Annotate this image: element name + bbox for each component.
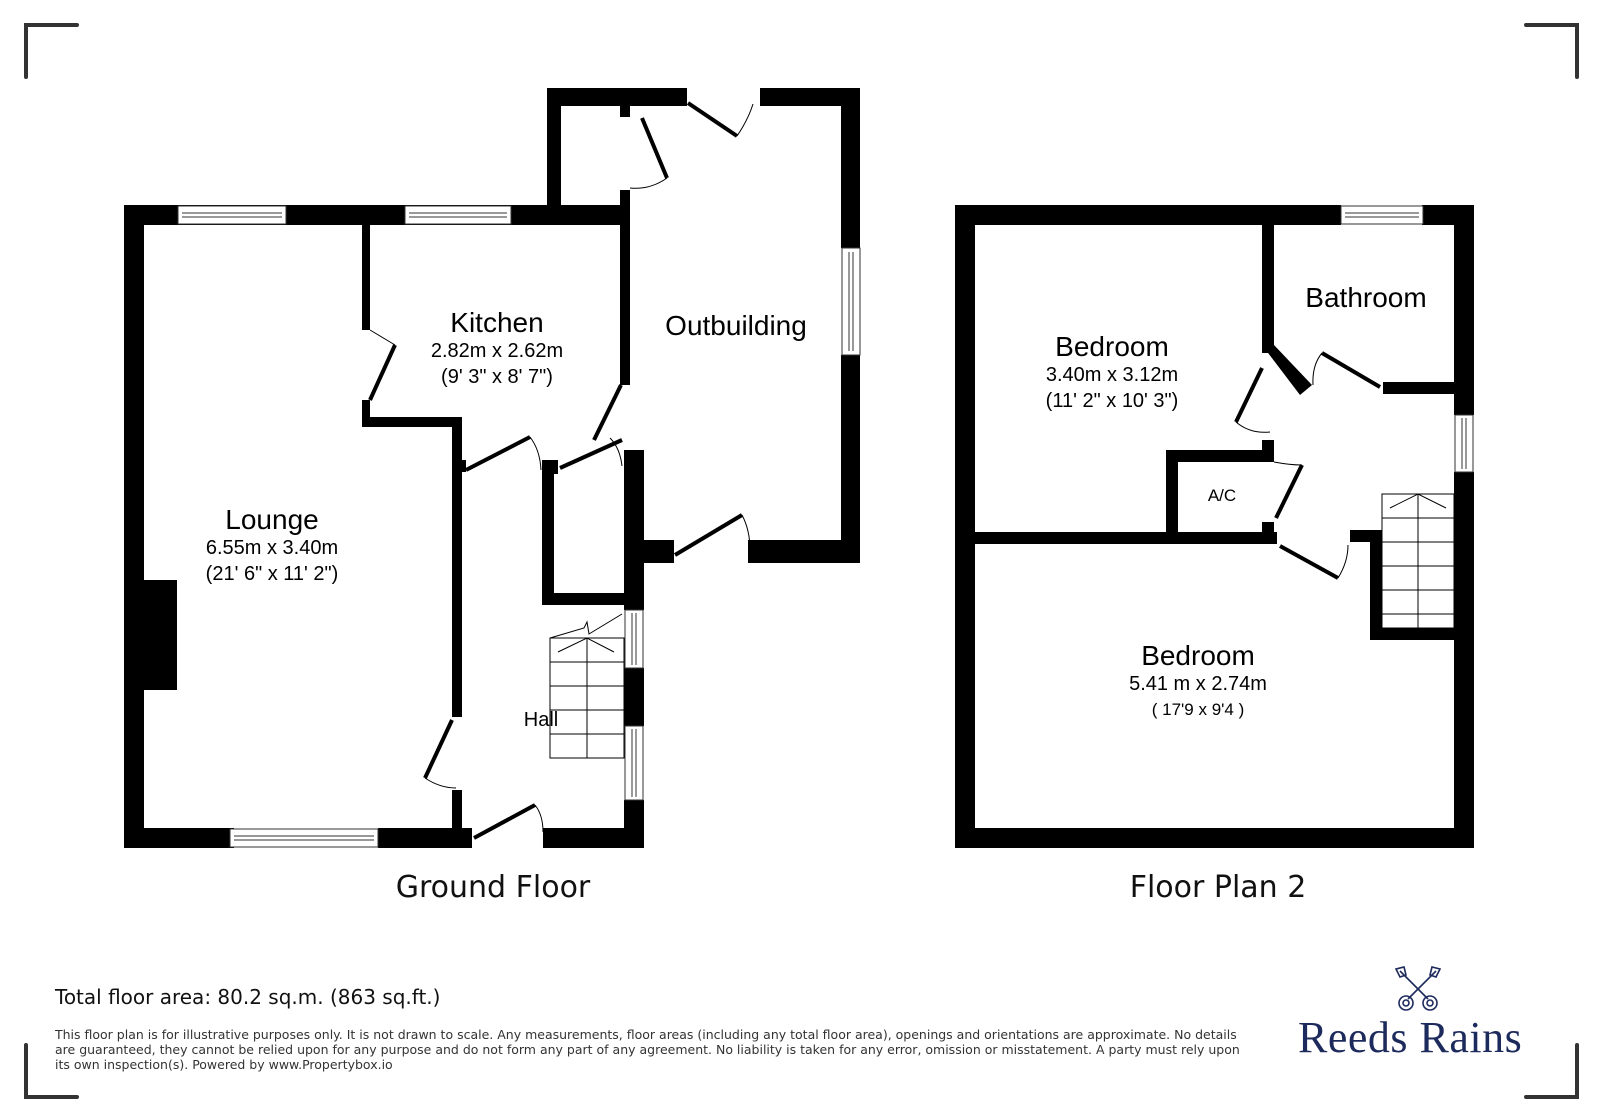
room-bedroom-2: Bedroom 5.41 m x 2.74m ( 17'9 x 9'4 ) xyxy=(1129,641,1267,723)
ground-floor-windows xyxy=(177,205,861,848)
room-airing-cupboard: A/C xyxy=(1208,486,1236,506)
first-floor-stairs xyxy=(1381,493,1455,629)
room-dimensions-imperial: (11' 2" x 10' 3") xyxy=(1045,390,1179,412)
room-name: A/C xyxy=(1207,486,1237,505)
first-floor-doors xyxy=(1234,351,1382,580)
floor-title-ground: Ground Floor xyxy=(395,870,591,905)
room-hall: Hall xyxy=(524,707,558,733)
crossed-keys-icon xyxy=(1394,966,1442,1011)
room-dimensions-metric: 6.55m x 3.40m xyxy=(205,537,339,559)
first-floor-windows xyxy=(1340,205,1474,473)
room-name: Bathroom xyxy=(1305,282,1427,313)
room-dimensions-imperial: (9' 3" x 8' 7") xyxy=(441,366,553,388)
floor-title-plan-2: Floor Plan 2 xyxy=(1129,870,1307,905)
brand-name: Reeds Rains xyxy=(1298,1013,1523,1062)
room-dimensions-metric: 2.82m x 2.62m xyxy=(430,340,564,362)
room-outbuilding: Outbuilding xyxy=(665,311,807,341)
disclaimer-text: This floor plan is for illustrative purp… xyxy=(55,1027,1240,1072)
room-name: Bedroom xyxy=(1055,331,1169,362)
room-bedroom-1: Bedroom 3.40m x 3.12m (11' 2" x 10' 3") xyxy=(1046,332,1179,414)
ground-floor-walls xyxy=(124,88,860,848)
room-lounge: Lounge 6.55m x 3.40m (21' 6" x 11' 2") xyxy=(206,505,339,587)
room-name: Lounge xyxy=(225,504,319,535)
room-bathroom: Bathroom xyxy=(1305,283,1426,313)
first-floor-walls xyxy=(955,205,1474,848)
room-kitchen: Kitchen 2.82m x 2.62m (9' 3" x 8' 7") xyxy=(431,308,563,390)
room-dimensions-imperial: ( 17'9 x 9'4 ) xyxy=(1151,700,1245,719)
room-name: Kitchen xyxy=(450,307,544,338)
room-name: Hall xyxy=(523,709,559,731)
ground-floor-doors xyxy=(368,101,754,840)
room-name: Bedroom xyxy=(1141,640,1255,671)
room-name: Outbuilding xyxy=(665,310,807,341)
ground-floor-stairs xyxy=(549,613,625,759)
room-dimensions-imperial: (21' 6" x 11' 2") xyxy=(205,563,339,585)
room-dimensions-metric: 3.40m x 3.12m xyxy=(1045,364,1179,386)
corner-marks xyxy=(24,23,1579,1099)
room-dimensions-metric: 5.41 m x 2.74m xyxy=(1129,673,1267,695)
total-floor-area: Total floor area: 80.2 sq.m. (863 sq.ft.… xyxy=(55,985,441,1009)
